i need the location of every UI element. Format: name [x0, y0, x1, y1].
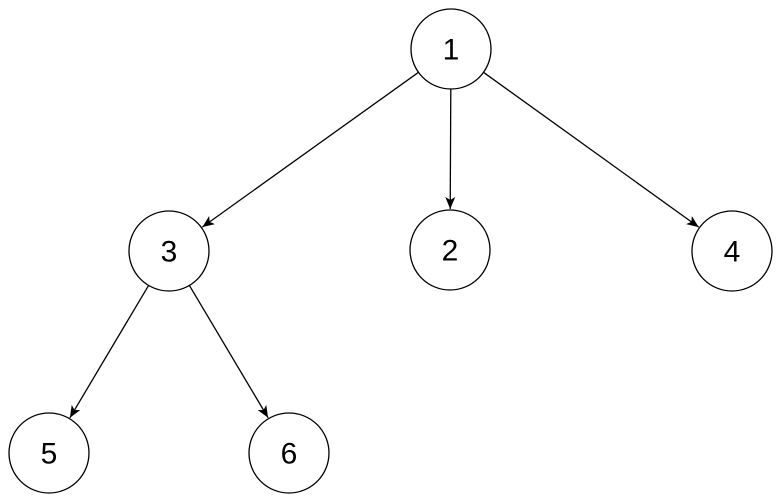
edges-layer	[69, 71, 700, 419]
tree-node-2: 2	[409, 209, 491, 291]
tree-node-circle-4	[691, 210, 773, 292]
tree-edge-1-2	[445, 88, 456, 210]
tree-edge-1-3	[201, 71, 419, 228]
tree-node-circle-1	[410, 8, 492, 90]
tree-node-6: 6	[248, 412, 330, 494]
tree-node-3: 3	[128, 210, 210, 292]
tree-node-label-1: 1	[443, 34, 460, 67]
tree-node-label-3: 3	[161, 236, 178, 269]
tree-node-circle-6	[248, 412, 330, 494]
nodes-layer: 1 3 2 4 5 6	[8, 8, 773, 494]
tree-edge-1-4	[483, 71, 700, 228]
tree-edge-3-6	[188, 285, 269, 419]
tree-node-4: 4	[691, 210, 773, 292]
tree-node-circle-2	[409, 209, 491, 291]
tree-node-label-4: 4	[724, 236, 741, 269]
tree-node-circle-5	[8, 412, 90, 494]
tree-edge-3-5	[69, 285, 150, 419]
tree-node-1: 1	[410, 8, 492, 90]
tree-node-label-2: 2	[442, 235, 459, 268]
tree-node-circle-3	[128, 210, 210, 292]
tree-node-5: 5	[8, 412, 90, 494]
tree-node-label-6: 6	[281, 438, 298, 471]
tree-node-label-5: 5	[41, 438, 58, 471]
